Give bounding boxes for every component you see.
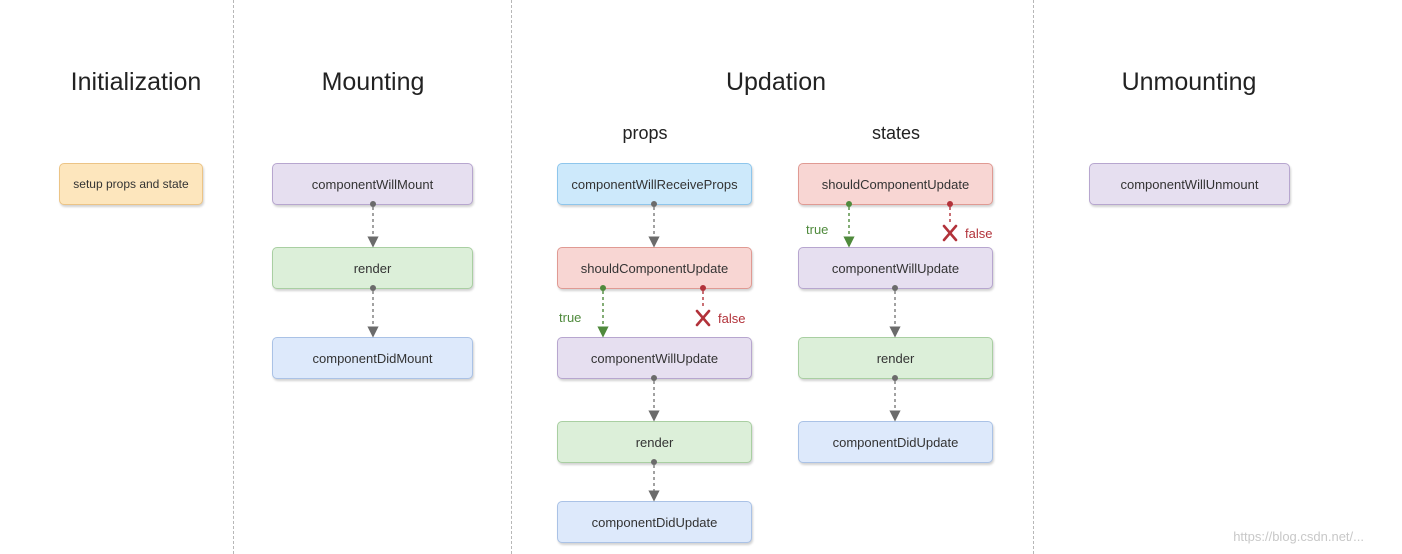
props-arrow-3 bbox=[648, 459, 660, 502]
divider-1 bbox=[233, 0, 234, 554]
props-false-label: false bbox=[718, 311, 746, 326]
watermark-text: https://blog.csdn.net/... bbox=[1233, 529, 1364, 544]
phase-title-updation: Updation bbox=[725, 68, 827, 96]
setup-props-and-state-box: setup props and state bbox=[59, 163, 203, 205]
props-true-arrow bbox=[597, 285, 609, 338]
states-true-arrow bbox=[843, 201, 855, 248]
states-arrow-2 bbox=[889, 285, 901, 338]
mounting-render-box: render bbox=[272, 247, 473, 289]
subtitle-props: props bbox=[622, 123, 668, 143]
mounting-arrow-1 bbox=[367, 201, 379, 248]
component-will-unmount-box: componentWillUnmount bbox=[1089, 163, 1290, 205]
props-component-will-receive-props-box: componentWillReceiveProps bbox=[557, 163, 752, 205]
divider-3 bbox=[1033, 0, 1034, 554]
props-false-x-icon bbox=[695, 309, 711, 327]
states-arrow-3 bbox=[889, 375, 901, 422]
props-render-box: render bbox=[557, 421, 752, 463]
props-arrow-1 bbox=[648, 201, 660, 248]
states-false-x-icon bbox=[942, 224, 958, 242]
props-arrow-2 bbox=[648, 375, 660, 422]
mounting-component-did-mount-box: componentDidMount bbox=[272, 337, 473, 379]
mounting-arrow-2 bbox=[367, 285, 379, 338]
props-component-did-update-box: componentDidUpdate bbox=[557, 501, 752, 543]
phase-title-unmounting: Unmounting bbox=[1121, 68, 1257, 96]
phase-title-initialization: Initialization bbox=[70, 68, 202, 96]
props-false-branch bbox=[695, 285, 711, 327]
subtitle-states: states bbox=[871, 123, 921, 143]
props-true-label: true bbox=[559, 310, 582, 325]
states-false-branch bbox=[942, 201, 958, 242]
phase-title-mounting: Mounting bbox=[321, 68, 425, 96]
divider-2 bbox=[511, 0, 512, 554]
states-false-label: false bbox=[965, 226, 993, 241]
states-true-label: true bbox=[806, 222, 829, 237]
states-should-component-update-box: shouldComponentUpdate bbox=[798, 163, 993, 205]
